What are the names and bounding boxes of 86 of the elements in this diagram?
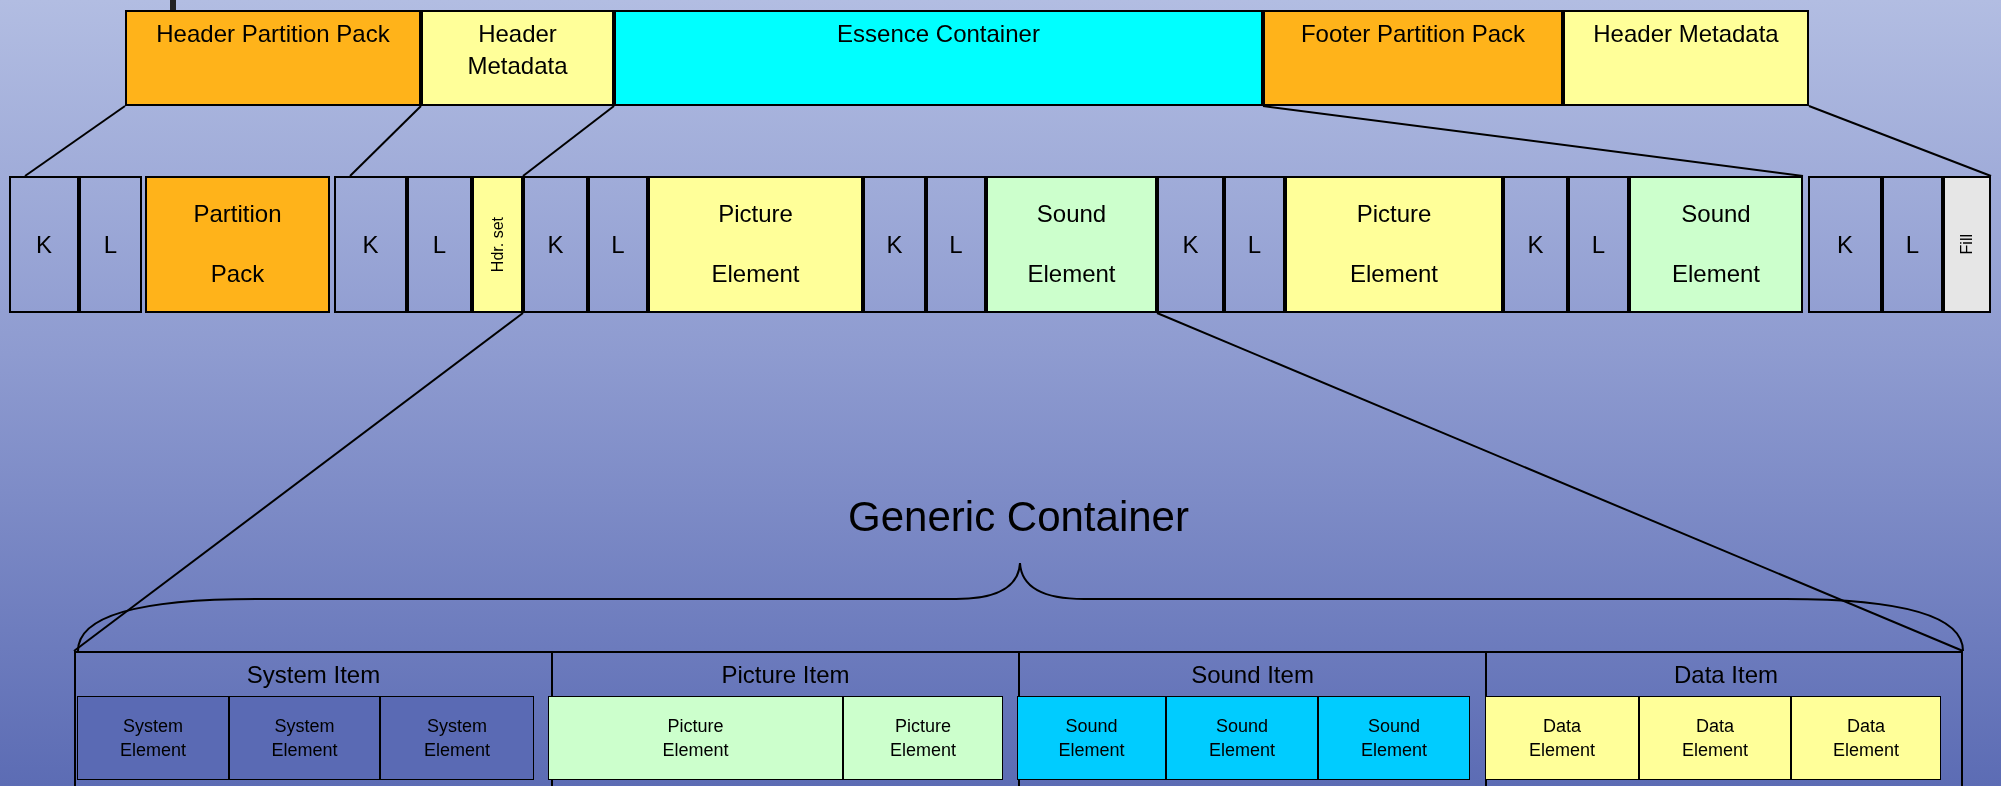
narrow-block (472, 176, 523, 313)
element-cell (1166, 696, 1318, 780)
element-cell (1485, 696, 1639, 780)
cell-label: Data Element (1682, 715, 1748, 762)
element-cell (548, 696, 843, 780)
cell-label: Picture Element (662, 715, 729, 762)
klv-field-cell (863, 176, 926, 313)
cell-label: Data Element (1833, 715, 1899, 762)
expansion-line (24, 105, 126, 177)
block-label: Picture Element (1350, 199, 1438, 289)
segment-label: Header Metadata (466, 19, 569, 81)
expansion-line (73, 312, 524, 652)
field-letter: K (362, 230, 379, 259)
element-cell (77, 696, 229, 780)
expansion-line (349, 105, 422, 177)
field-letter: K (1837, 230, 1853, 259)
expansion-line (1156, 312, 1964, 652)
element-block (986, 176, 1157, 313)
cell-label: Picture Element (890, 715, 956, 762)
klv-field-cell (926, 176, 986, 313)
section-title: System Item (245, 661, 382, 689)
element-cell (380, 696, 534, 780)
cell-label: System Element (271, 715, 338, 762)
field-letter: L (103, 230, 118, 259)
partition-segment (1563, 10, 1809, 106)
cell-label: Sound Element (1209, 715, 1275, 762)
klv-field-cell (1157, 176, 1224, 313)
element-block (1629, 176, 1803, 313)
klv-field-cell (588, 176, 648, 313)
container-title: Generic Container (847, 493, 1190, 541)
field-letter: K (1527, 230, 1544, 259)
vertical-label: Hdr. set (488, 216, 507, 273)
field-letter: K (886, 230, 903, 259)
field-letter: K (547, 230, 564, 259)
field-letter: L (949, 230, 963, 259)
block-label: Partition Pack (193, 199, 282, 289)
field-letter: L (1905, 230, 1920, 259)
cell-label: System Element (120, 715, 186, 762)
klv-field-cell (1503, 176, 1568, 313)
vertical-label: Fill (1958, 234, 1976, 255)
element-block (648, 176, 863, 313)
klv-field-cell (79, 176, 142, 313)
partition-segment (614, 10, 1263, 106)
block-label: Sound Element (1672, 199, 1760, 289)
element-cell (1017, 696, 1166, 780)
cell-label: Sound Element (1361, 715, 1427, 762)
cell-label: Data Element (1529, 715, 1595, 762)
field-letter: K (36, 230, 52, 259)
section-title: Data Item (1672, 661, 1779, 689)
klv-field-cell (407, 176, 472, 313)
cell-label: Sound Element (1058, 715, 1125, 762)
block-label: Picture Element (711, 199, 800, 289)
cell-label: System Element (424, 715, 490, 762)
segment-label: Header Partition Pack (155, 19, 391, 49)
klv-field-cell (1808, 176, 1882, 313)
element-cell (843, 696, 1003, 780)
segment-label: Header Metadata (1592, 19, 1780, 49)
element-block (145, 176, 330, 313)
section-title: Sound Item (1190, 661, 1315, 689)
narrow-block (1943, 176, 1991, 313)
segment-label: Footer Partition Pack (1299, 19, 1527, 49)
element-cell (229, 696, 380, 780)
klv-field-cell (334, 176, 407, 313)
element-cell (1639, 696, 1791, 780)
partition-segment (125, 10, 421, 106)
klv-field-cell (9, 176, 79, 313)
element-block (1285, 176, 1503, 313)
element-cell (1791, 696, 1941, 780)
block-label: Sound Element (1027, 199, 1116, 289)
field-letter: L (1247, 230, 1262, 259)
field-letter: L (611, 230, 625, 259)
segment-label: Essence Container (836, 19, 1041, 49)
expansion-line (522, 105, 615, 177)
field-letter: L (432, 230, 447, 259)
section-title: Picture Item (720, 661, 851, 689)
partition-segment (1263, 10, 1563, 106)
klv-field-cell (1568, 176, 1629, 313)
klv-field-cell (523, 176, 588, 313)
klv-field-cell (1882, 176, 1943, 313)
expansion-line (1262, 105, 1804, 177)
partition-segment (421, 10, 614, 106)
klv-field-cell (1224, 176, 1285, 313)
element-cell (1318, 696, 1470, 780)
field-letter: K (1182, 230, 1199, 259)
field-letter: L (1591, 230, 1606, 259)
expansion-line (1808, 105, 1992, 177)
